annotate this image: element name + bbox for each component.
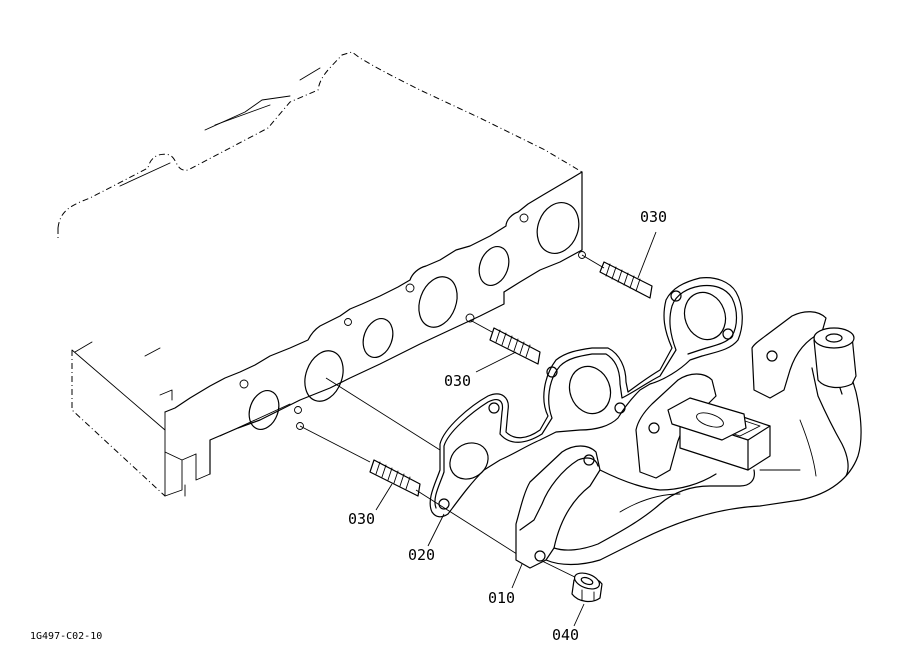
stud-bolt-middle bbox=[489, 327, 541, 365]
part-label-010: 010 bbox=[488, 589, 516, 607]
alignment-lines bbox=[299, 254, 605, 583]
drawing-code: 1G497-C02-10 bbox=[30, 631, 103, 642]
part-label-030-lower: 030 bbox=[348, 510, 376, 528]
part-label-030-middle: 030 bbox=[444, 372, 472, 390]
part-label-020: 020 bbox=[408, 546, 436, 564]
part-label-040: 040 bbox=[552, 626, 580, 644]
gasket-outline bbox=[429, 277, 743, 518]
nut-outline bbox=[571, 572, 603, 603]
leader-lines bbox=[375, 231, 657, 627]
exhaust-manifold-outline bbox=[515, 311, 862, 569]
stud-bolt-lower bbox=[369, 459, 421, 497]
cylinder-head-outline bbox=[57, 51, 586, 497]
stud-bolt-upper bbox=[599, 261, 653, 299]
part-label-030-upper: 030 bbox=[640, 208, 668, 226]
